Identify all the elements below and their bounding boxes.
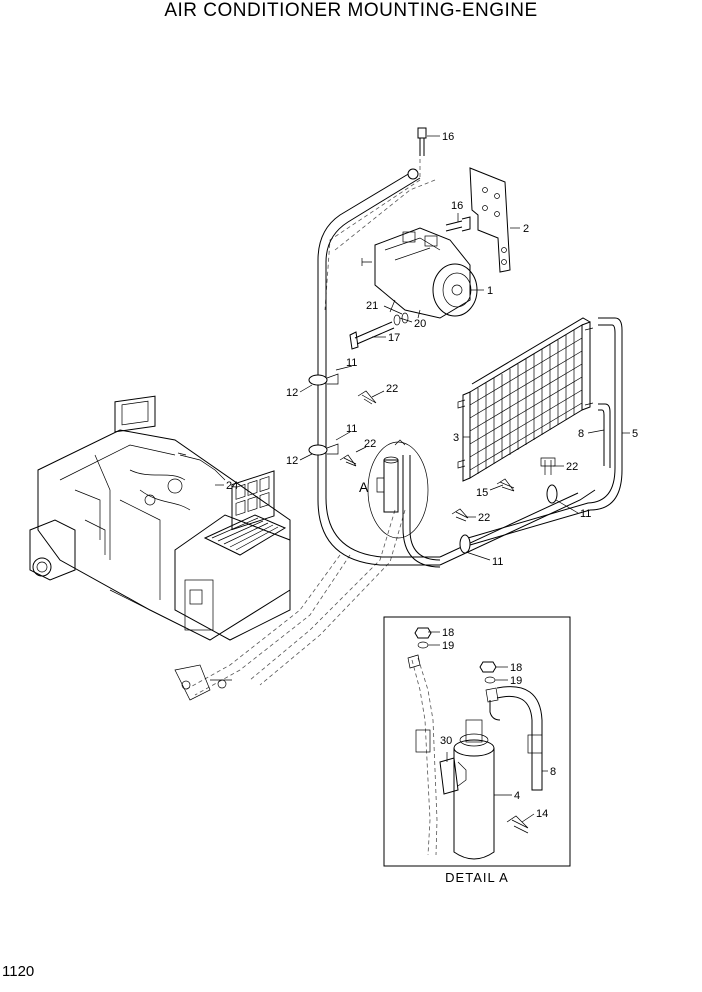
callout-20: 20 bbox=[414, 318, 426, 330]
callout-12-b: 12 bbox=[286, 455, 298, 467]
leader-lines bbox=[215, 135, 630, 823]
callout-11-d: 11 bbox=[492, 556, 503, 568]
callout-5: 5 bbox=[632, 428, 638, 440]
callout-1: 1 bbox=[487, 285, 493, 297]
callout-15: 15 bbox=[476, 487, 488, 499]
callout-22-a: 22 bbox=[386, 383, 398, 395]
callout-22-d: 22 bbox=[478, 512, 490, 524]
callout-24: 24 bbox=[226, 480, 238, 492]
callout-11-c: 11 bbox=[580, 508, 591, 520]
callout-18-right: 18 bbox=[510, 662, 522, 674]
callout-labels: 16 16 2 1 21 20 17 11 12 22 11 22 12 24 … bbox=[226, 131, 638, 820]
callout-8-main: 8 bbox=[578, 428, 584, 440]
callout-4: 4 bbox=[514, 790, 520, 802]
detail-a-caption: DETAIL A bbox=[445, 870, 509, 885]
callout-11-a: 11 bbox=[346, 357, 357, 369]
condenser-drawing bbox=[457, 317, 594, 482]
callout-30: 30 bbox=[440, 735, 452, 747]
receiver-drier-inset bbox=[367, 439, 429, 539]
hose-routing-dashed bbox=[174, 145, 436, 701]
callout-19-right: 19 bbox=[510, 675, 522, 687]
callout-16-mid: 16 bbox=[451, 200, 463, 212]
callout-17: 17 bbox=[388, 332, 400, 344]
refrigerant-hoses bbox=[308, 168, 623, 568]
page-title: AIR CONDITIONER MOUNTING-ENGINE bbox=[164, 0, 538, 21]
callout-19-left: 19 bbox=[442, 640, 454, 652]
detail-a-marker: A bbox=[359, 479, 369, 495]
hvac-unit-drawing bbox=[29, 395, 291, 641]
callout-22-b: 22 bbox=[364, 438, 376, 450]
callout-2: 2 bbox=[523, 223, 529, 235]
detail-a-box bbox=[383, 616, 571, 867]
callout-8-detail: 8 bbox=[550, 766, 556, 778]
callout-18-left: 18 bbox=[442, 627, 454, 639]
compressor-drawing bbox=[361, 227, 478, 319]
callout-22-c: 22 bbox=[566, 461, 578, 473]
compressor-bracket-drawing bbox=[469, 167, 511, 273]
page-number: 1120 bbox=[2, 963, 35, 980]
callout-21: 21 bbox=[366, 300, 378, 312]
callout-16-top: 16 bbox=[442, 131, 454, 143]
bolts-and-washers bbox=[339, 127, 556, 522]
callout-12-a: 12 bbox=[286, 387, 298, 399]
callout-3: 3 bbox=[453, 432, 459, 444]
callout-11-b: 11 bbox=[346, 423, 357, 435]
callout-14: 14 bbox=[536, 808, 548, 820]
